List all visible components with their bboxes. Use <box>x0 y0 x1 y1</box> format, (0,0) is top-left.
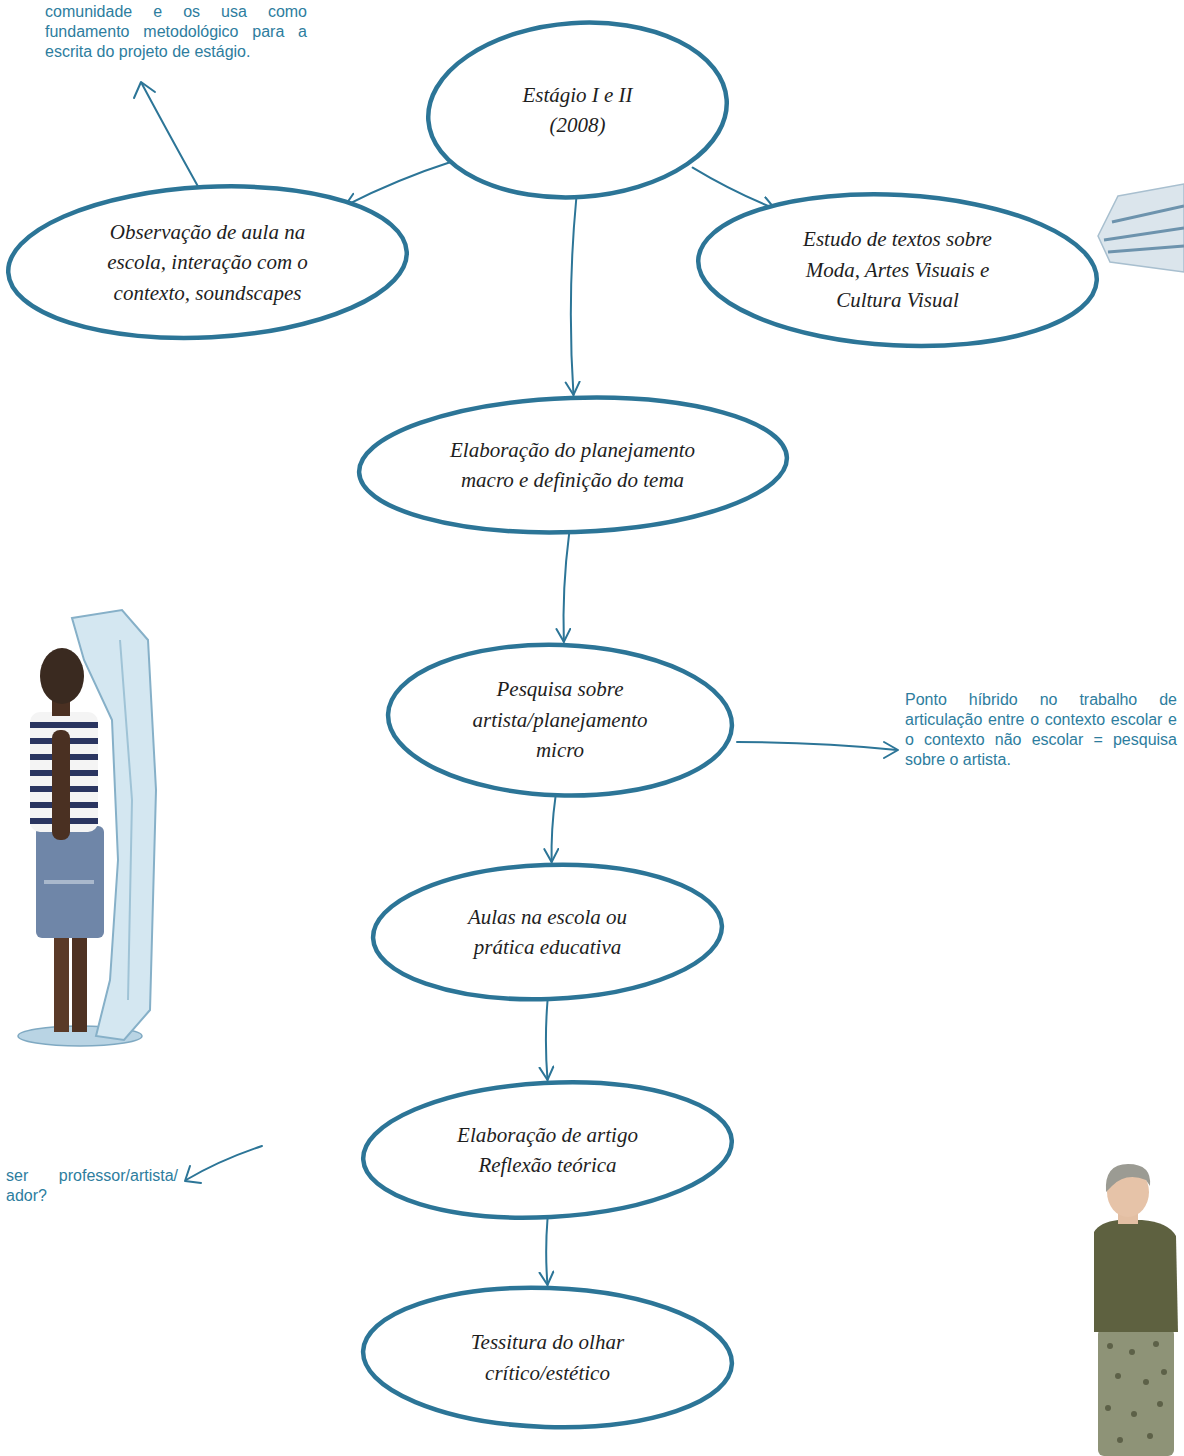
ellipse-outline <box>370 862 725 1002</box>
ellipse-outline <box>360 1080 735 1220</box>
ellipse-outline <box>360 1285 735 1430</box>
ellipse-stroke <box>356 391 788 540</box>
leader-line <box>737 742 897 750</box>
node-text-block: Estudo de textos sobre Moda, Artes Visua… <box>780 224 1015 315</box>
dot <box>1153 1341 1159 1347</box>
ellipse-node: Estudo de textos sobre Moda, Artes Visua… <box>695 192 1100 348</box>
object-shape <box>1098 184 1184 272</box>
cloth-fold <box>120 640 132 1000</box>
arm <box>52 730 70 840</box>
node-label: Observação de aula na escola, interação … <box>83 217 333 308</box>
node-text-block: Elaboração do planejamento macro e defin… <box>433 435 713 496</box>
dot <box>1157 1401 1163 1407</box>
connector-arrow <box>564 534 570 642</box>
dot <box>1143 1379 1149 1385</box>
ellipse-stroke <box>360 1073 736 1226</box>
ellipse-outline <box>356 395 790 535</box>
object-detail <box>1104 206 1184 252</box>
ellipse-stroke <box>361 1282 735 1434</box>
node-text-block: Pesquisa sobre artista/planejamento micr… <box>458 674 663 765</box>
node-label: Tessitura do olhar crítico/estético <box>450 1327 645 1388</box>
dot <box>1161 1369 1167 1375</box>
object-figure <box>1098 184 1184 272</box>
node-text-block: Elaboração de artigo Reflexão teórica <box>440 1120 655 1181</box>
leader-arrowhead <box>134 82 155 98</box>
connector-arrow <box>693 168 775 209</box>
woman-figure <box>1094 1164 1178 1456</box>
ellipse-node: Pesquisa sobre artista/planejamento micr… <box>385 642 735 798</box>
shorts <box>36 826 104 938</box>
node-label: Pesquisa sobre artista/planejamento micr… <box>458 674 663 765</box>
ellipse-stroke <box>422 13 732 207</box>
connector-arrow <box>546 1001 548 1080</box>
leg <box>72 936 87 1032</box>
leader-line <box>186 1146 262 1180</box>
leader-arrowhead <box>884 742 898 758</box>
node-label: Elaboração de artigo Reflexão teórica <box>440 1120 655 1181</box>
node-text-block: Observação de aula na escola, interação … <box>83 217 333 308</box>
annotation-text: Ponto híbrido no trabalho de articulação… <box>905 690 1177 770</box>
ellipse-outline <box>425 20 730 200</box>
ellipse-stroke <box>694 184 1100 355</box>
node-text-block: Aulas na escola ou prática educativa <box>448 902 648 963</box>
ellipse-node: Tessitura do olhar crítico/estético <box>360 1285 735 1430</box>
connector-arrow <box>571 199 576 395</box>
node-label: Elaboração do planejamento macro e defin… <box>433 435 713 496</box>
node-label: Estágio I e II (2008) <box>503 80 653 141</box>
head <box>40 648 84 704</box>
dot <box>1129 1349 1135 1355</box>
leader-arrowhead <box>185 1166 201 1183</box>
draped-cloth <box>72 610 156 1040</box>
ellipse-node: Estágio I e II (2008) <box>425 20 730 200</box>
hair <box>1106 1164 1150 1192</box>
ellipse-stroke <box>385 639 734 801</box>
annotation-text: comunidade e os usa como fundamento meto… <box>45 2 307 62</box>
ellipse-stroke <box>4 177 410 348</box>
node-label: Aulas na escola ou prática educativa <box>448 902 648 963</box>
connector-arrow <box>546 1219 547 1285</box>
dot <box>1107 1343 1113 1349</box>
ellipse-node: Elaboração de artigo Reflexão teórica <box>360 1080 735 1220</box>
dot <box>1131 1411 1137 1417</box>
shirt <box>1094 1220 1178 1332</box>
shorts-detail <box>44 880 94 884</box>
stripe <box>30 722 98 728</box>
node-text-block: Estágio I e II (2008) <box>503 80 653 141</box>
dot <box>1117 1437 1123 1443</box>
dot <box>1147 1433 1153 1439</box>
ellipse-node: Aulas na escola ou prática educativa <box>370 862 725 1002</box>
pants <box>1098 1328 1174 1456</box>
connector-arrow <box>552 797 556 862</box>
dot <box>1105 1405 1111 1411</box>
node-label: Estudo de textos sobre Moda, Artes Visua… <box>780 224 1015 315</box>
man-figure <box>18 610 156 1046</box>
leg <box>54 936 69 1032</box>
ellipse-node: Observação de aula na escola, interação … <box>5 184 410 340</box>
node-text-block: Tessitura do olhar crítico/estético <box>450 1327 645 1388</box>
dot <box>1115 1373 1121 1379</box>
ellipse-stroke <box>371 859 724 1005</box>
ellipse-node: Elaboração do planejamento macro e defin… <box>356 395 790 535</box>
connector-arrow <box>345 161 454 206</box>
annotation-text: ser professor/artista/ ador? <box>6 1166 178 1206</box>
